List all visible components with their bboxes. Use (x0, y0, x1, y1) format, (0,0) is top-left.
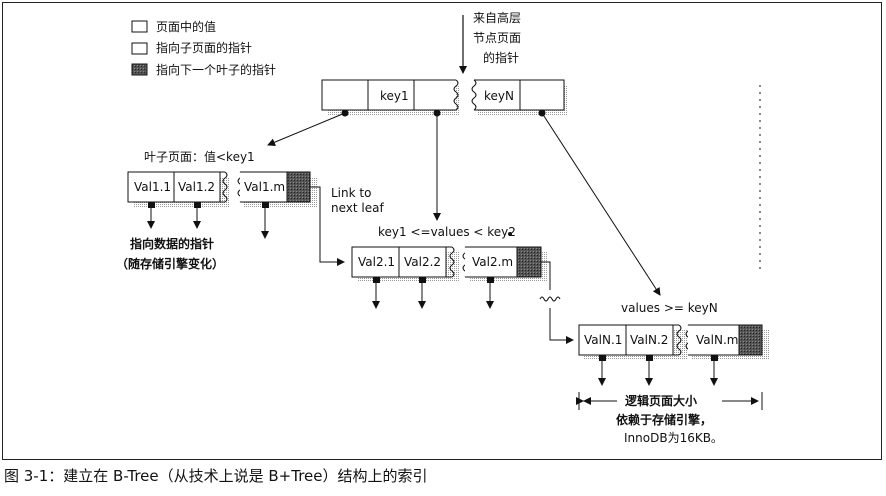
figure-caption: 图 3-1：建立在 B-Tree（从技术上说是 B+Tree）结构上的索引 (4, 467, 428, 485)
legend-child-pointer-label: 指向子页面的指针 (156, 40, 252, 55)
data-pointer-note-line1: 指向数据的指针 (130, 236, 214, 251)
btree-diagram: 页面中的值 指向子页面的指针 指向下一个叶子的指针 来自高层 节点页面 的指针 … (116, 10, 769, 445)
root-key1-label: key1 (380, 89, 409, 103)
leafN-cell-1-label: ValN.1 (584, 333, 622, 347)
root-child-pointer-cell (321, 79, 369, 111)
leaf-page-N: values >= keyN ValN.1 ValN.2 ValN.m (578, 301, 769, 386)
legend-child-pointer-swatch (131, 42, 148, 55)
from-upper-label-line1: 来自高层 (473, 10, 521, 25)
link-next-leaf-label-line2: next leaf (331, 201, 384, 215)
link-leaf2-to-leafN (541, 261, 573, 340)
link-next-leaf-label-line1: Link to (331, 186, 371, 200)
figure-frame (2, 2, 882, 460)
pointer-to-leaf1 (267, 112, 346, 147)
leaf1-cell-m-label: Val1.m (244, 180, 285, 194)
from-upper-label-line3: 的指针 (483, 50, 519, 65)
link-leaf1-to-leaf2 (310, 186, 345, 266)
leaf2-cell-1-label: Val2.1 (358, 255, 395, 269)
page-size-note-line1: 逻辑页面大小 (625, 393, 697, 408)
legend-value-label: 页面中的值 (156, 19, 216, 34)
leaf2-cell-2 (398, 246, 447, 278)
leafN-next-pointer (738, 324, 763, 356)
legend-next-leaf-label: 指向下一个叶子的指针 (156, 62, 276, 77)
legend: 页面中的值 指向子页面的指针 指向下一个叶子的指针 (131, 19, 276, 77)
leaf2-next-pointer (516, 246, 542, 278)
leaf1-cell-1 (127, 171, 175, 203)
leafN-cell-m-label: ValN.m (696, 333, 738, 347)
leaf-page-2: key1 <=values < key2 Val2.1 Val2.2 Val2.… (351, 225, 547, 309)
data-pointer-note-line2: （随存储引擎变化） (116, 256, 224, 271)
leafN-label: values >= keyN (621, 301, 718, 315)
root-node: 来自高层 节点页面 的指针 key1 keyN (321, 10, 567, 117)
leaf1-next-pointer (286, 171, 311, 203)
root-break-right (471, 79, 477, 111)
page-size-dimension: 逻辑页面大小 依赖于存储引擎， InnoDB为16KB。 (576, 392, 763, 445)
leaf1-cell-2 (173, 171, 221, 203)
leafN-cell-2 (625, 324, 674, 356)
legend-value-swatch (131, 20, 148, 33)
legend-next-leaf-swatch (131, 63, 148, 76)
leafN-cell-2-label: ValN.2 (630, 333, 668, 347)
leaf2-label: key1 <=values < key2 (378, 225, 516, 239)
leaf-page-1: 叶子页面：值<key1 Val1.1 Val1.2 Val1.m 指向数据的指针… (116, 149, 317, 271)
page-size-note-line2: 依赖于存储引擎， (616, 412, 712, 427)
leaf1-cell-2-label: Val1.2 (178, 180, 215, 194)
leaf1-label: 叶子页面：值<key1 (144, 149, 255, 164)
page-size-note-line3: InnoDB为16KB。 (624, 431, 723, 445)
root-keyN-label: keyN (484, 89, 514, 103)
leaf1-cell-1-label: Val1.1 (134, 180, 171, 194)
leaf2-cell-2-label: Val2.2 (404, 255, 441, 269)
pointer-to-leafN (541, 112, 661, 296)
leaf2-cell-m-label: Val2.m (472, 255, 513, 269)
root-break-left (453, 79, 459, 111)
root-key1-cell (367, 79, 415, 111)
from-upper-label-line2: 节点页面 (473, 31, 521, 45)
